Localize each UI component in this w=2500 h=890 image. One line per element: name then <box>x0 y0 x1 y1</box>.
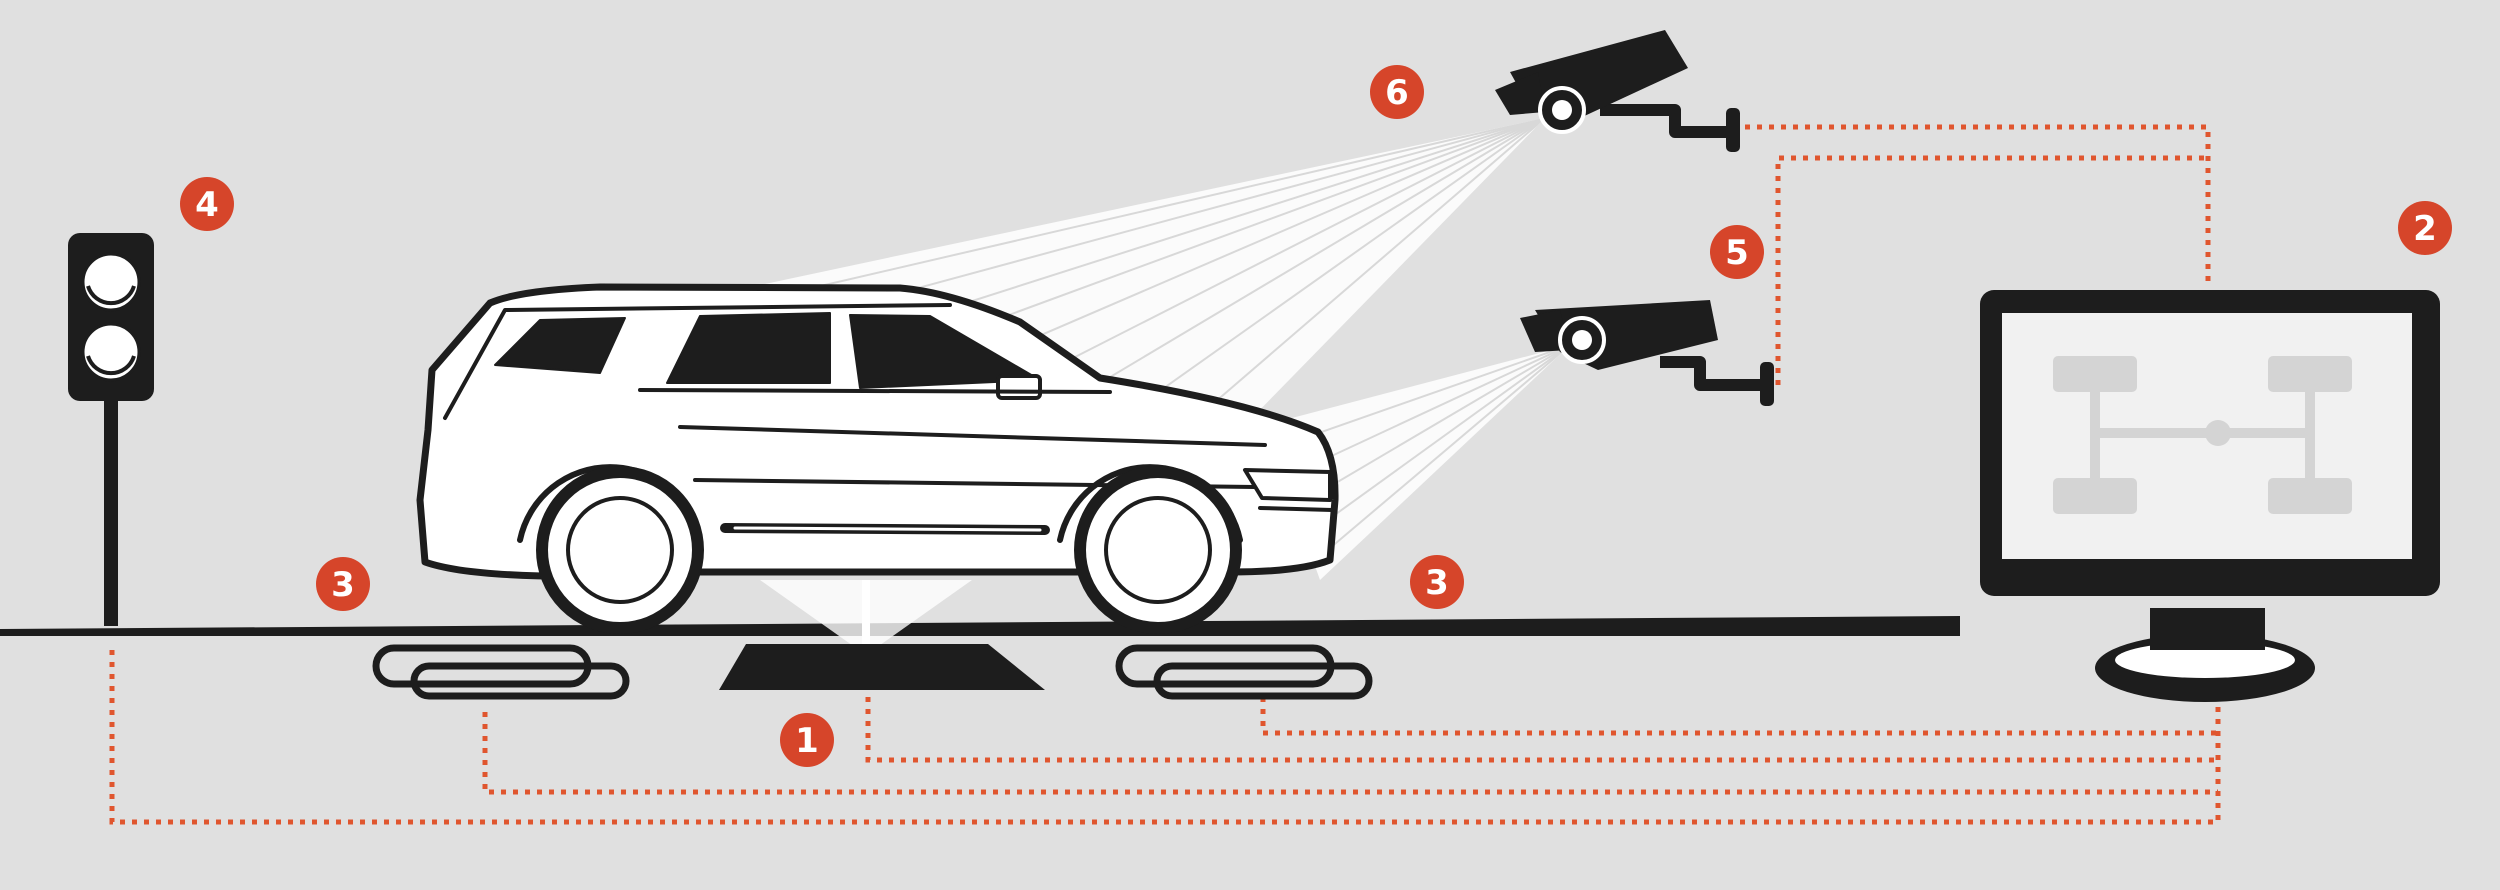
wire-camera-lower <box>1775 155 2208 385</box>
wire-loop-right <box>1260 697 2218 736</box>
induction-loop-right <box>1115 644 1373 700</box>
badge-6: 6 <box>1370 65 1424 119</box>
badge-1-label: 1 <box>795 721 819 761</box>
badge-4-label: 4 <box>195 185 219 225</box>
badge-5-label: 5 <box>1725 233 1749 273</box>
wire-sensor-plate <box>865 685 2218 763</box>
badge-1: 1 <box>780 713 834 767</box>
wire-traffic-light <box>109 650 2221 825</box>
road <box>0 616 1960 636</box>
axle-sensor-icon <box>719 580 1045 690</box>
badge-2-label: 2 <box>2413 209 2437 249</box>
badge-2: 2 <box>2398 201 2452 255</box>
monitor-icon <box>1980 290 2440 702</box>
badge-5: 5 <box>1710 225 1764 279</box>
camera-beam-upper <box>760 118 1545 420</box>
wire-loop-left <box>482 712 2218 795</box>
suv-icon <box>416 283 1339 634</box>
signal-wires <box>109 124 2221 825</box>
badge-3-right-label: 3 <box>1425 563 1449 603</box>
badge-4: 4 <box>180 177 234 231</box>
traffic-light-icon <box>68 233 154 626</box>
cctv-camera-upper <box>1495 30 1740 152</box>
badge-3-left-label: 3 <box>331 565 355 605</box>
cctv-camera-lower <box>1520 300 1774 406</box>
induction-loop-left <box>372 644 630 700</box>
axle-layout-graphic <box>2053 356 2352 514</box>
badge-3-right: 3 <box>1410 555 1464 609</box>
badge-6-label: 6 <box>1385 73 1409 113</box>
badge-3-left: 3 <box>316 557 370 611</box>
